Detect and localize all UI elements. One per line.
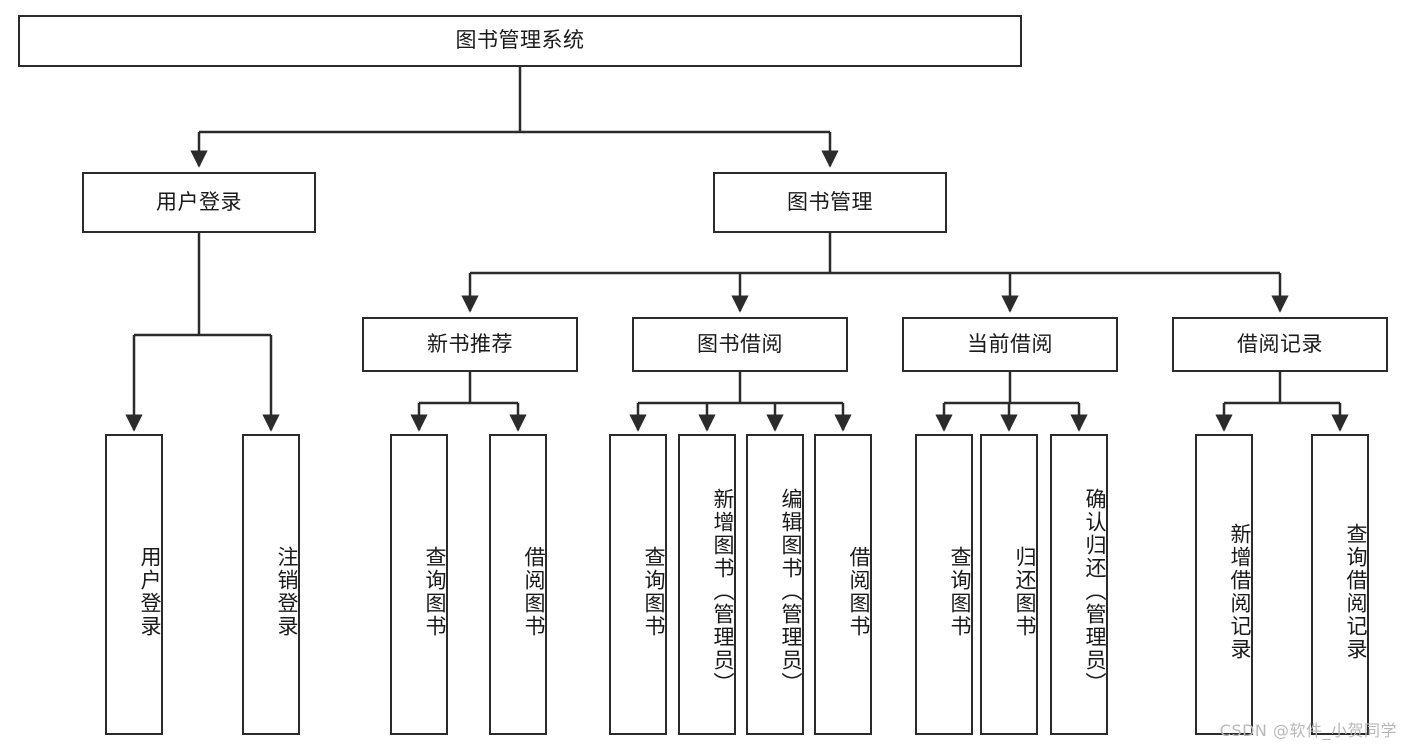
node-user-login-label: 用户登录 <box>156 189 242 214</box>
node-leaf-query-book-1-label: 查询图书 <box>423 545 447 638</box>
node-leaf-user-logout[interactable]: 注销登录 <box>242 434 300 735</box>
node-leaf-return-book[interactable]: 归还图书 <box>980 434 1038 735</box>
node-leaf-add-book[interactable]: 新增图书（管理员） <box>678 434 736 735</box>
node-leaf-query-book-3[interactable]: 查询图书 <box>915 434 973 735</box>
node-current-borrow[interactable]: 当前借阅 <box>902 317 1118 372</box>
node-user-login[interactable]: 用户登录 <box>82 172 316 233</box>
node-leaf-query-book-2[interactable]: 查询图书 <box>609 434 667 735</box>
node-leaf-user-login-label: 用户登录 <box>138 545 162 638</box>
node-new-book-rec-label: 新书推荐 <box>427 331 513 356</box>
node-borrow-record-label: 借阅记录 <box>1237 331 1323 356</box>
node-leaf-query-book-2-label: 查询图书 <box>642 545 666 638</box>
node-borrow-record[interactable]: 借阅记录 <box>1172 317 1388 372</box>
node-current-borrow-label: 当前借阅 <box>967 331 1053 356</box>
node-root-label: 图书管理系统 <box>455 28 585 53</box>
node-leaf-query-book-1[interactable]: 查询图书 <box>390 434 448 735</box>
node-leaf-confirm-return[interactable]: 确认归还（管理员） <box>1050 434 1108 735</box>
node-root[interactable]: 图书管理系统 <box>18 15 1022 67</box>
node-leaf-query-record[interactable]: 查询借阅记录 <box>1311 434 1369 735</box>
node-book-manage-label: 图书管理 <box>787 189 873 214</box>
node-book-borrow-label: 图书借阅 <box>697 331 783 356</box>
node-leaf-borrow-book-2-label: 借阅图书 <box>847 545 871 638</box>
node-leaf-edit-book[interactable]: 编辑图书（管理员） <box>746 434 804 735</box>
node-leaf-confirm-return-label: 确认归还（管理员） <box>1083 488 1107 695</box>
node-leaf-borrow-book-1[interactable]: 借阅图书 <box>489 434 547 735</box>
node-leaf-borrow-book-2[interactable]: 借阅图书 <box>814 434 872 735</box>
node-new-book-rec[interactable]: 新书推荐 <box>362 317 578 372</box>
node-leaf-add-book-label: 新增图书（管理员） <box>711 488 735 695</box>
node-leaf-query-record-label: 查询借阅记录 <box>1344 522 1368 661</box>
node-leaf-edit-book-label: 编辑图书（管理员） <box>779 488 803 695</box>
node-leaf-borrow-book-1-label: 借阅图书 <box>522 545 546 638</box>
node-leaf-user-login[interactable]: 用户登录 <box>105 434 163 735</box>
node-leaf-add-record-label: 新增借阅记录 <box>1228 522 1252 661</box>
node-book-manage[interactable]: 图书管理 <box>713 172 947 233</box>
node-leaf-query-book-3-label: 查询图书 <box>948 545 972 638</box>
node-book-borrow[interactable]: 图书借阅 <box>632 317 848 372</box>
node-leaf-user-logout-label: 注销登录 <box>275 545 299 638</box>
node-leaf-return-book-label: 归还图书 <box>1013 545 1037 638</box>
node-leaf-add-record[interactable]: 新增借阅记录 <box>1195 434 1253 735</box>
